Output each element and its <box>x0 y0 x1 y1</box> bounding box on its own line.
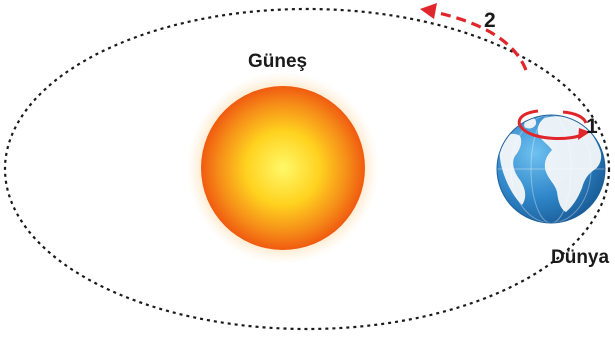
revolution-arrow-icon <box>420 3 528 71</box>
globe-icon <box>496 114 606 224</box>
revolution-number-label: 2 <box>484 9 496 32</box>
rotation-arrow-icon <box>517 109 590 141</box>
rotation-number-label: 1 <box>586 115 598 138</box>
sun-icon <box>187 72 379 264</box>
earth-label: Dünya <box>551 247 610 268</box>
sun-label: Güneş <box>248 51 308 72</box>
orbit-path <box>3 7 611 331</box>
